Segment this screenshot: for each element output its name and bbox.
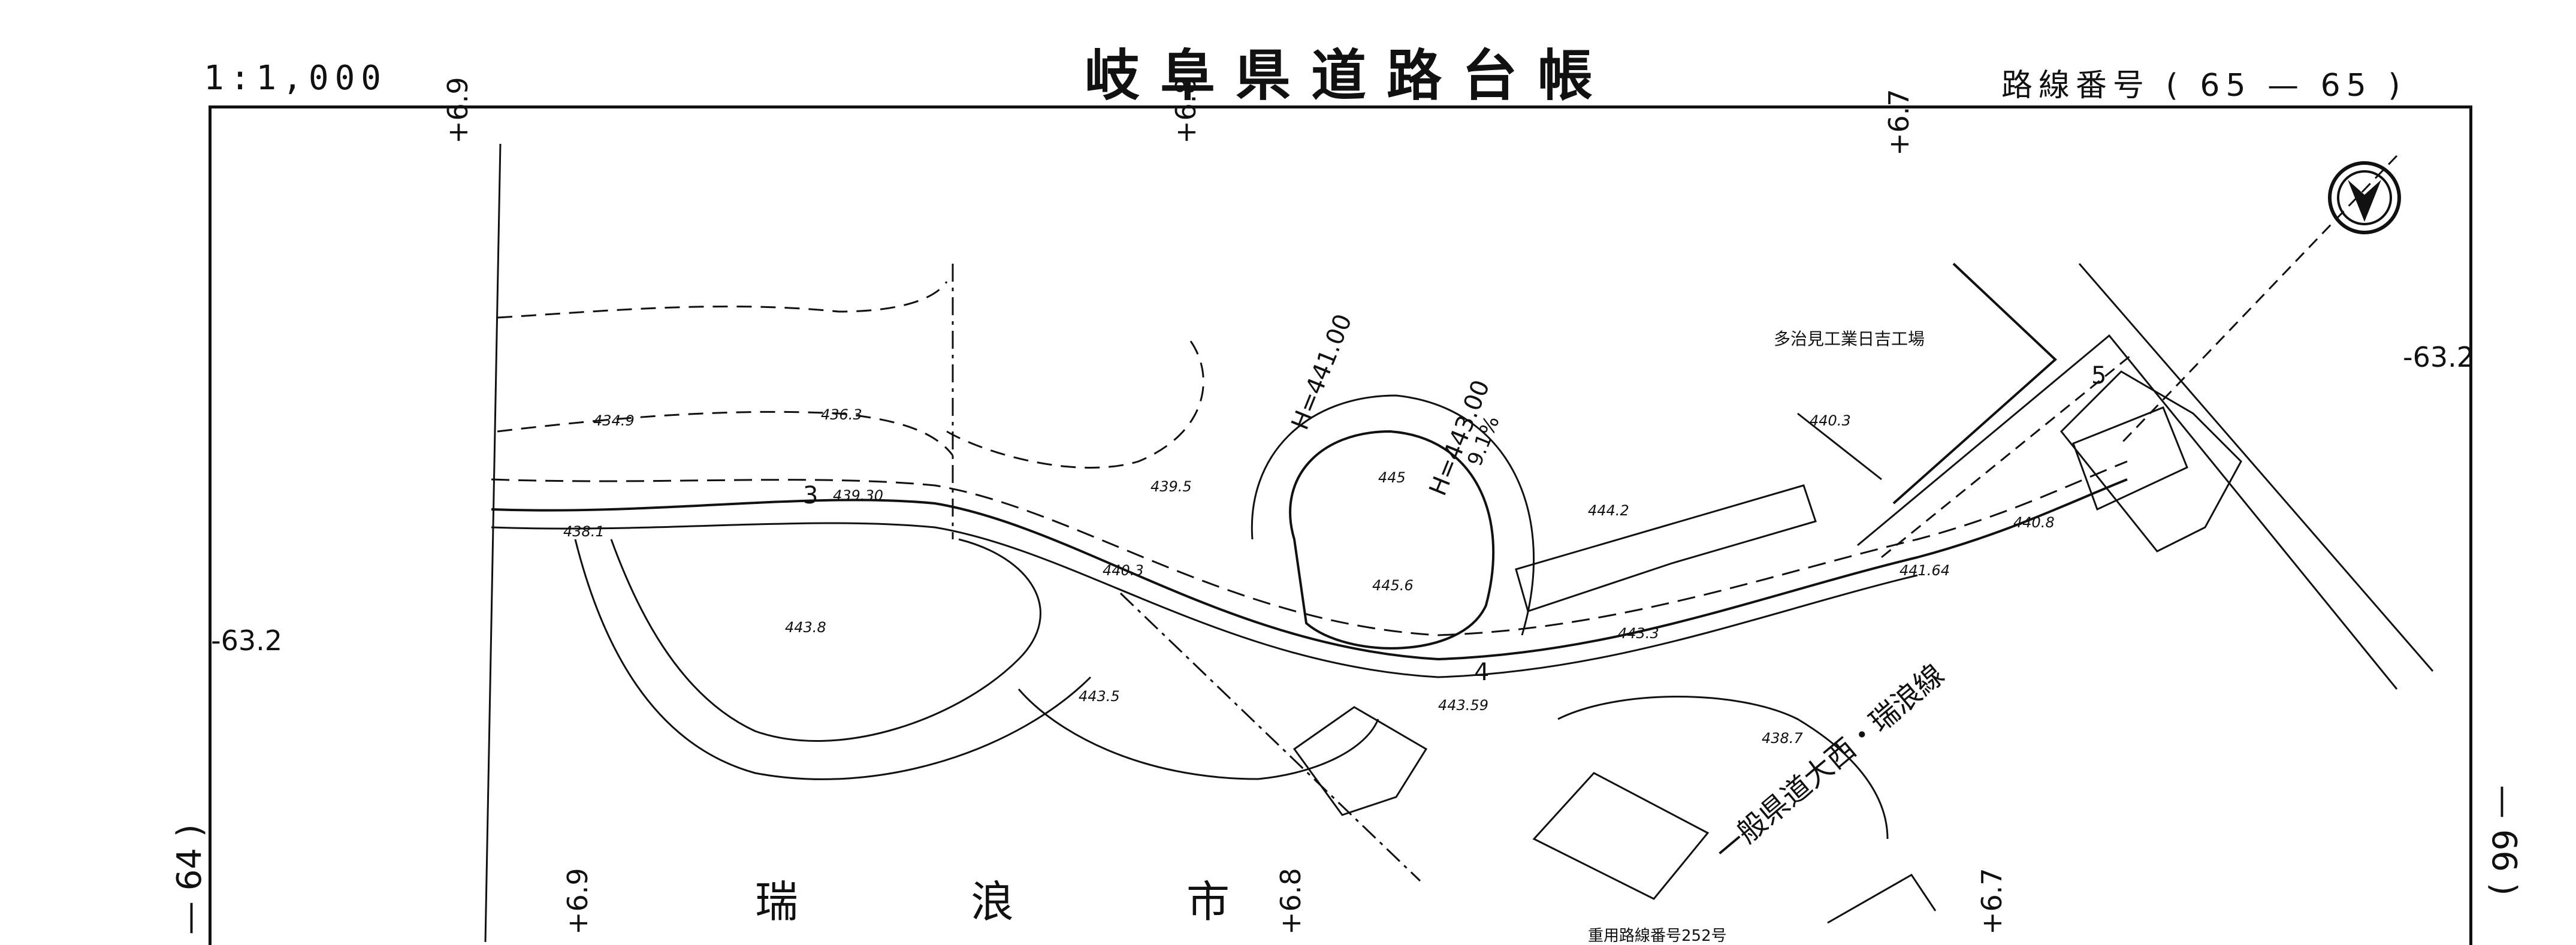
station-number: 5 — [2091, 362, 2106, 390]
elevation-label: 445 — [1378, 469, 1406, 486]
building-5 — [1532, 772, 1710, 900]
sheet-ref-left: — 64 ) — [170, 824, 209, 935]
grid-label-top-2: +6.8 — [1170, 77, 1202, 144]
elevation-label: 445.6 — [1372, 577, 1414, 594]
elevation-label: 443.8 — [785, 619, 826, 636]
map-title: 岐阜県道路台帳 — [1085, 44, 1614, 108]
contour-2 — [574, 539, 1092, 780]
municipal-road-name: 重用路線番号252号 — [1588, 927, 1727, 942]
elevation-label: 438.7 — [1762, 730, 1803, 747]
prefectural-road-name: 一般県道大西・瑞浪線 — [1709, 658, 1951, 868]
elevation-label: 440.3 — [1103, 562, 1144, 579]
route-dash: — — [2267, 68, 2305, 104]
boundary-dashdot-2 — [1119, 592, 1421, 882]
elevation-label: 440.8 — [2013, 514, 2055, 531]
elevation-label: 439.30 — [833, 487, 883, 504]
road-dashed-right — [2120, 155, 2398, 445]
building-4 — [1292, 706, 1428, 816]
elevation-label: 443.3 — [1618, 625, 1659, 642]
slope-curve — [946, 335, 1204, 469]
grid-label-top-3: +6.7 — [1883, 89, 1915, 156]
city-name-char-3: 市 — [1186, 877, 1230, 927]
slope-bottom — [497, 410, 954, 456]
boundary-line — [484, 143, 502, 942]
route-number: 路線番号 ( 65 — 65 ) — [2001, 60, 2406, 105]
route-from: 65 — [2200, 68, 2252, 104]
boundary-diagonal — [2078, 263, 2434, 672]
elevation-label: 443.5 — [1079, 688, 1120, 705]
factory-boundary — [1892, 262, 2057, 505]
grid-label-top-1: +6.9 — [442, 77, 474, 144]
grid-label-bottom-3: +6.7 — [1976, 868, 2008, 935]
elevation-label: 434.9 — [593, 412, 635, 429]
building-6 — [1827, 874, 1937, 924]
factory-name: 多治見工業日吉工場 — [1774, 329, 1925, 349]
sheet-ref-right: — 66 ) — [2484, 785, 2523, 896]
station-number: 4 — [1474, 659, 1489, 686]
grid-label-bottom-1: +6.9 — [561, 868, 594, 935]
elevation-label: 441.64 — [1899, 562, 1950, 579]
grid-label-bottom-2: +6.8 — [1275, 868, 1307, 935]
slope-top — [497, 281, 948, 319]
route-open: ( — [2166, 68, 2184, 104]
route-to: 65 — [2320, 68, 2372, 104]
contour-4 — [1557, 696, 1889, 840]
road-centerline — [491, 460, 2128, 636]
elevation-label: 438.1 — [563, 523, 605, 540]
building-1 — [1515, 484, 1817, 612]
factory-fence — [1797, 412, 1882, 481]
building-3 — [2059, 370, 2242, 552]
route-close: ) — [2388, 68, 2406, 104]
gradient-h1: H=441.00 — [1287, 310, 1358, 434]
city-name-char-1: 瑞 — [755, 877, 798, 927]
road-branch — [1857, 334, 2398, 690]
north-arrow-icon — [2328, 161, 2401, 234]
elevation-label: 443.59 — [1438, 697, 1488, 714]
elevation-label: 439.5 — [1150, 478, 1192, 495]
building-2 — [2072, 406, 2188, 511]
route-prefix: 路線番号 — [2001, 68, 2151, 104]
map-scale: 1:1,000 — [204, 59, 388, 98]
contour-3 — [1017, 689, 1379, 780]
contour-1 — [610, 538, 1041, 742]
station-number: 3 — [803, 482, 818, 509]
elevation-label: 444.2 — [1588, 502, 1629, 519]
elevation-label: 440.3 — [1810, 412, 1851, 429]
grid-label-right: -63.2 — [2403, 341, 2474, 373]
contour-hill — [1251, 394, 1535, 636]
hill-outline — [1289, 430, 1495, 650]
map-frame — [209, 105, 2472, 945]
grid-label-left: -63.2 — [211, 624, 282, 657]
elevation-label: 436.3 — [821, 406, 862, 423]
city-name-char-2: 浪 — [971, 877, 1014, 927]
road-edge-north — [491, 522, 1918, 678]
road-branch-center — [1881, 352, 2134, 558]
road-edge-south — [491, 478, 2128, 661]
